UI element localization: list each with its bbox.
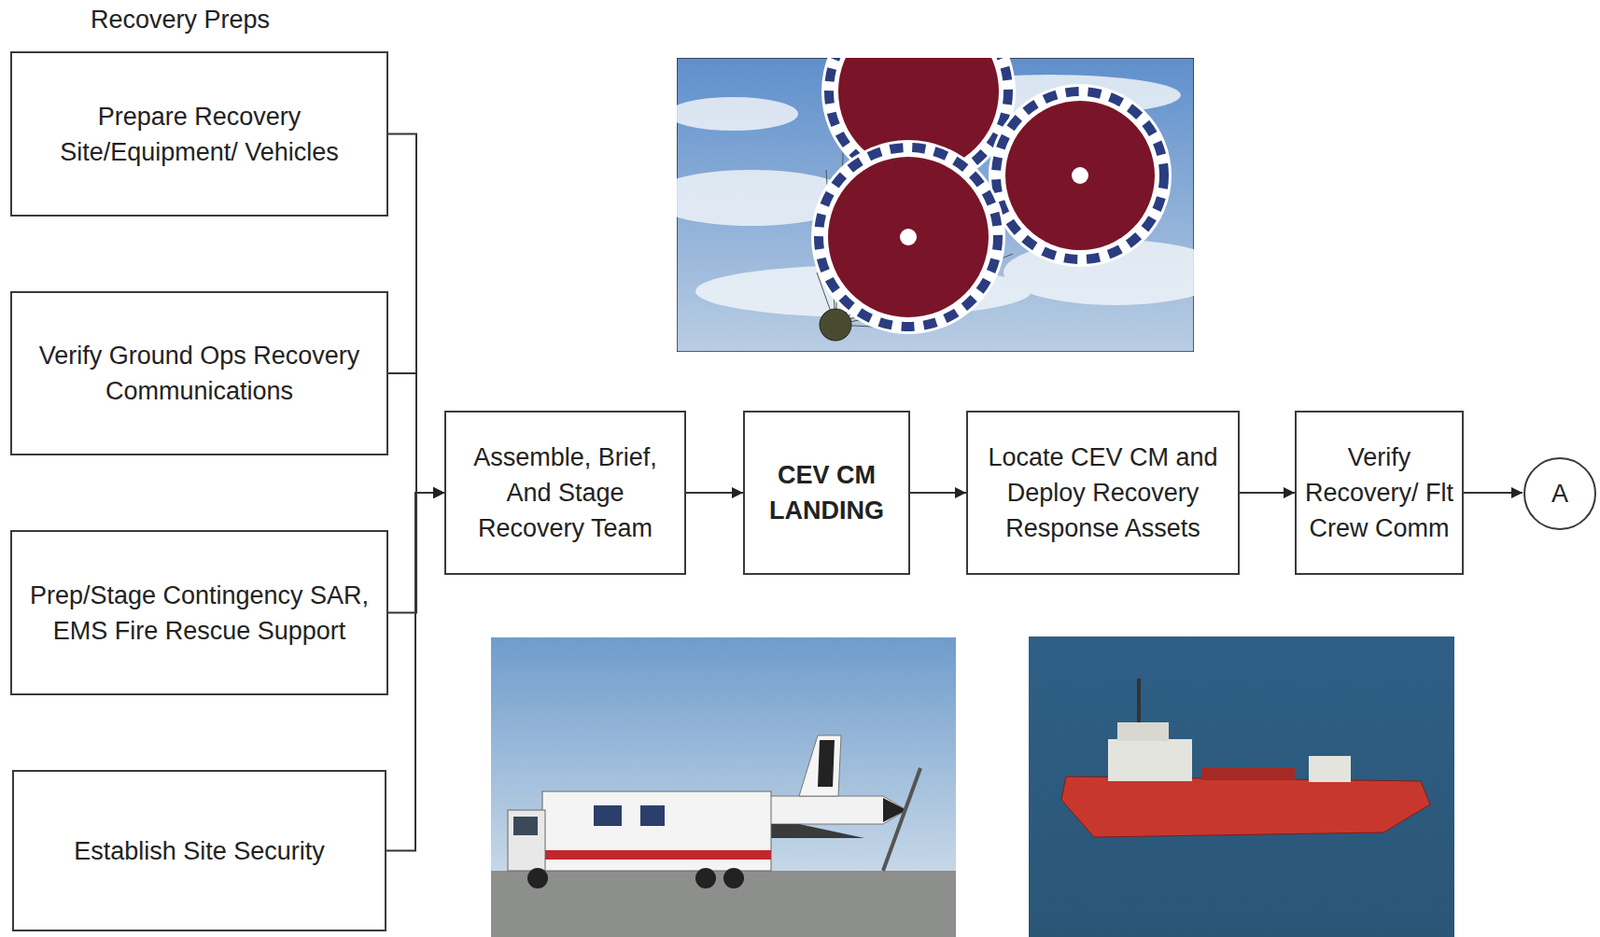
process-box: Assemble, Brief, And Stage Recovery Team: [444, 410, 687, 576]
crane-arm: [883, 768, 921, 871]
flow-arrow: [686, 491, 744, 494]
box-text: Assemble, Brief, And Stage Recovery Team: [453, 439, 677, 547]
process-box: Locate CEV CM and Deploy Recovery Respon…: [966, 410, 1240, 576]
process-box: CEV CM LANDING: [743, 410, 911, 576]
column-heading: Recovery Preps: [90, 3, 270, 36]
ship-photo: [1028, 636, 1455, 937]
process-box: Verify Recovery/ Flt Crew Comm: [1294, 410, 1464, 576]
process-box: Verify Ground Ops Recovery Communication…: [10, 291, 389, 456]
box-text: A: [1551, 476, 1569, 512]
flow-arrow: [910, 491, 967, 494]
box-text: Verify Ground Ops Recovery Communication…: [19, 337, 379, 409]
flow-arrow: [386, 492, 445, 852]
truck: [507, 791, 772, 889]
box-text: Establish Site Security: [73, 833, 325, 870]
flow-arrow: [388, 134, 445, 494]
circle-shape: [1524, 458, 1596, 530]
box-text: Verify Recovery/ Flt Crew Comm: [1304, 439, 1455, 547]
box-text: Prep/Stage Contingency SAR, EMS Fire Res…: [19, 577, 379, 649]
shuttle-photo: [491, 637, 956, 937]
capsule: [819, 308, 852, 341]
box-text: Prepare Recovery Site/Equipment/ Vehicle…: [19, 98, 379, 170]
connector-circle: A: [1522, 456, 1598, 532]
box-text: Locate CEV CM and Deploy Recovery Respon…: [975, 439, 1231, 547]
flow-arrow: [1239, 491, 1295, 494]
sea: [1028, 636, 1455, 937]
box-text: CEV CM LANDING: [752, 457, 901, 529]
flow-arrow: [1463, 491, 1523, 494]
flow-arrow: [388, 373, 445, 493]
process-box: Prepare Recovery Site/Equipment/ Vehicle…: [10, 51, 389, 217]
ship: [1061, 678, 1431, 838]
parachute-photo: [676, 57, 1194, 352]
process-box: Establish Site Security: [12, 770, 387, 932]
parachute: [988, 84, 1172, 267]
parachute: [811, 140, 1006, 335]
runway: [491, 870, 956, 937]
process-box: Prep/Stage Contingency SAR, EMS Fire Res…: [10, 530, 389, 696]
sky: [491, 637, 956, 937]
